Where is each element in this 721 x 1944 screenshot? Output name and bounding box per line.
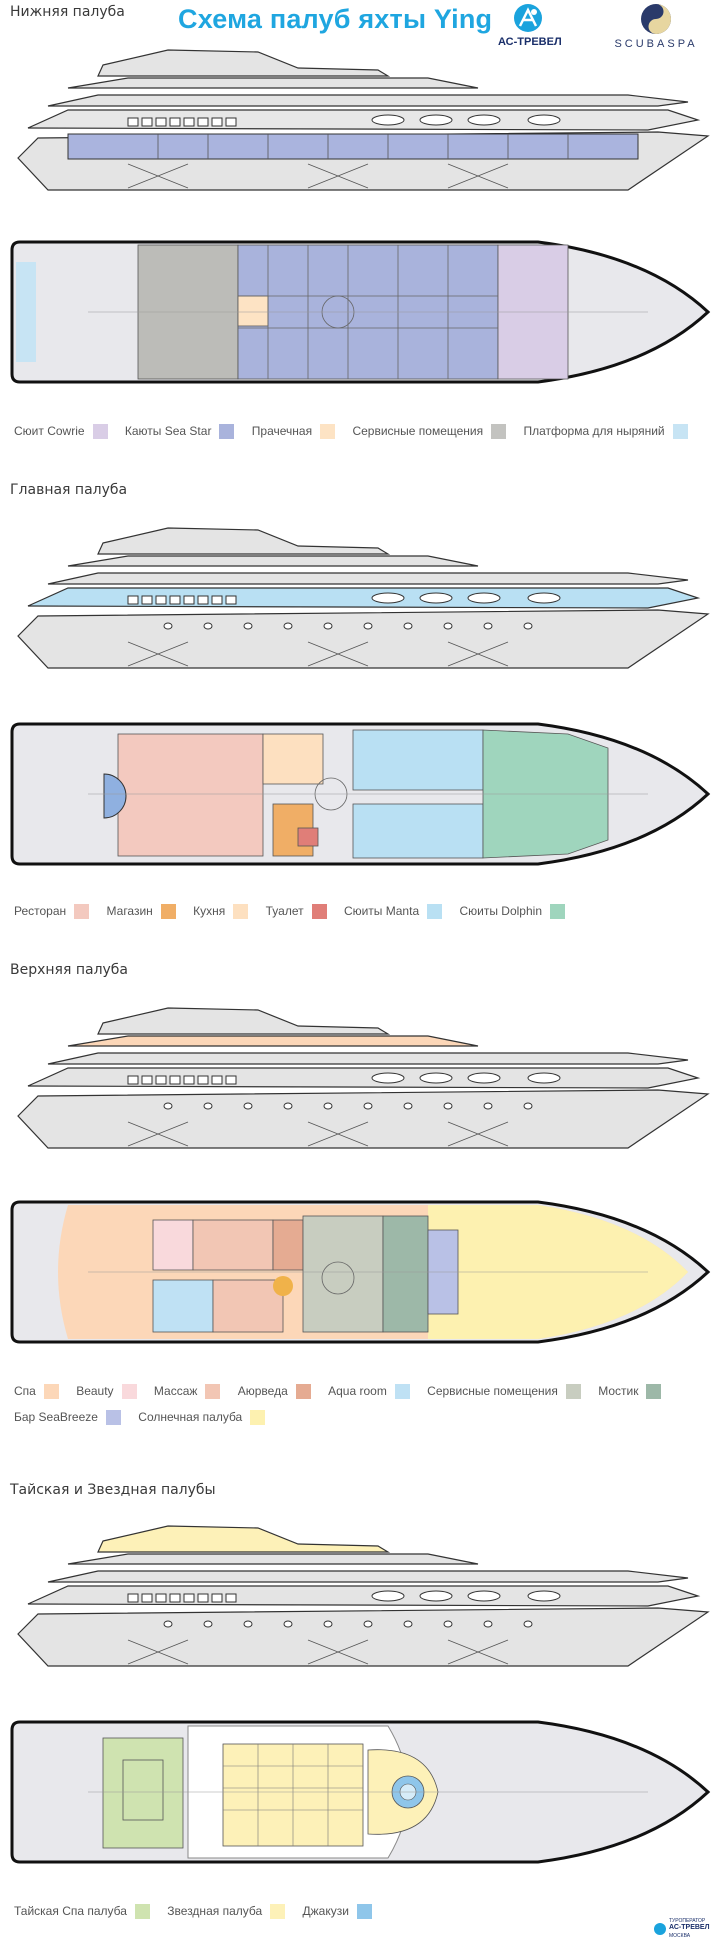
legend-swatch [672, 423, 688, 439]
legend-label: Магазин [106, 904, 153, 918]
legend-label: Каюты Sea Star [124, 424, 212, 438]
legend-swatch [233, 903, 249, 919]
legend-label: Сервисные помещения [352, 424, 484, 438]
upper-deck-plan [10, 1200, 711, 1344]
legend-swatch [427, 903, 443, 919]
legend-label: Звездная палуба [167, 1904, 263, 1918]
legend-swatch [134, 1903, 150, 1919]
legend-swatch [646, 1383, 662, 1399]
legend-swatch [92, 423, 108, 439]
legend-item: Aqua room [328, 1378, 410, 1404]
legend-item: Звездная палуба [167, 1898, 286, 1924]
legend-item: Джакузи [303, 1898, 372, 1924]
footer-line-1: ТУРОПЕРАТОР [669, 1918, 706, 1924]
legend-label: Платформа для ныряний [523, 424, 665, 438]
legend-item: Прачечная [251, 418, 336, 444]
deck-title-upper: Верхняя палуба [10, 962, 129, 978]
thai-star-deck-legend: Тайская Спа палуба Звездная палуба Джаку… [14, 1898, 714, 1924]
thai-star-deck-side-view [17, 1525, 710, 1667]
legend-label: Мостик [598, 1384, 639, 1398]
legend-label: Солнечная палуба [138, 1410, 243, 1424]
scubaspa-yinyang-icon [641, 4, 671, 34]
legend-swatch [491, 423, 507, 439]
legend-label: Сюиты Dolphin [459, 904, 542, 918]
legend-swatch [105, 1409, 121, 1425]
legend-label: Тайская Спа палуба [14, 1904, 127, 1918]
legend-label: Массаж [153, 1384, 198, 1398]
legend-label: Beauty [76, 1384, 114, 1398]
legend-item: Сюиты Dolphin [459, 898, 565, 924]
legend-swatch [219, 423, 235, 439]
legend-item: Туалет [266, 898, 327, 924]
legend-item: Кухня [193, 898, 249, 924]
legend-swatch [394, 1383, 410, 1399]
legend-swatch [160, 903, 176, 919]
legend-label: Бар SeaBreeze [14, 1410, 98, 1424]
lower-deck-plan [10, 240, 711, 384]
legend-item: Магазин [107, 898, 176, 924]
page-title: Схема палуб яхты Ying [178, 4, 493, 34]
legend-item: Солнечная палуба [138, 1404, 266, 1430]
legend-swatch [205, 1383, 221, 1399]
legend-item: Сюит Cowrie [14, 418, 108, 444]
legend-label: Туалет [265, 904, 304, 918]
legend-swatch [270, 1903, 286, 1919]
legend-item: Сервисные помещения [427, 1378, 581, 1404]
legend-swatch [320, 423, 336, 439]
main-deck-side-view [17, 527, 710, 669]
legend-swatch [121, 1383, 137, 1399]
legend-item: Массаж [154, 1378, 221, 1404]
actravel-logo-icon [514, 4, 542, 32]
legend-item: Каюты Sea Star [125, 418, 235, 444]
deck-title-main: Главная палуба [10, 482, 128, 498]
legend-swatch [295, 1383, 311, 1399]
legend-label: Сервисные помещения [427, 1384, 558, 1398]
main-deck-legend: Ресторан Магазин Кухня Туалет Сюиты Mant… [14, 898, 714, 924]
scubaspa-logo-text: SCUBASPA [614, 38, 698, 50]
legend-swatch [74, 903, 90, 919]
legend-swatch [250, 1409, 266, 1425]
legend-label: Аюрведа [237, 1384, 288, 1398]
legend-item: Сервисные помещения [352, 418, 507, 444]
scubaspa-logo: SCUBASPA [594, 2, 718, 54]
footer-line-3: МОСКВА [669, 1933, 691, 1939]
footer-line-2: АС-ТРЕВЕЛ [669, 1924, 710, 1931]
legend-item: Мостик [598, 1378, 662, 1404]
lower-deck-legend: Сюит Cowrie Каюты Sea Star Прачечная Сер… [14, 418, 714, 444]
upper-deck-side-view [17, 1007, 710, 1149]
upper-deck-legend: Спа Beauty Массаж Аюрведа Aqua room Серв… [14, 1378, 721, 1430]
legend-item: Beauty [76, 1378, 137, 1404]
legend-item: Аюрведа [238, 1378, 311, 1404]
legend-item: Ресторан [14, 898, 90, 924]
legend-item: Сюиты Manta [343, 898, 443, 924]
lower-deck-side-view [17, 49, 710, 191]
footer-touroperator-logo: ТУРОПЕРАТОР АС-ТРЕВЕЛ МОСКВА [653, 1918, 717, 1940]
legend-swatch [565, 1383, 581, 1399]
actravel-logo-text: АС-ТРЕВЕЛ [498, 36, 562, 48]
legend-swatch [311, 903, 327, 919]
legend-label: Aqua room [328, 1384, 387, 1398]
legend-label: Кухня [193, 904, 226, 918]
main-deck-plan [10, 722, 711, 866]
deck-title-thai-star: Тайская и Звездная палубы [10, 1482, 216, 1498]
legend-item: Тайская Спа палуба [14, 1898, 150, 1924]
legend-label: Прачечная [251, 424, 313, 438]
legend-label: Ресторан [14, 904, 67, 918]
legend-label: Сюит Cowrie [14, 424, 85, 438]
legend-swatch [550, 903, 565, 919]
legend-label: Сюиты Manta [343, 904, 420, 918]
legend-item: Платформа для ныряний [523, 418, 688, 444]
legend-swatch [356, 1903, 372, 1919]
legend-item: Бар SeaBreeze [14, 1404, 121, 1430]
legend-label: Джакузи [302, 1904, 349, 1918]
legend-label: Спа [14, 1384, 36, 1398]
legend-swatch [43, 1383, 59, 1399]
legend-item: Спа [14, 1378, 59, 1404]
thai-star-deck-plan [10, 1720, 711, 1864]
actravel-logo: АС-ТРЕВЕЛ [496, 2, 566, 54]
deck-title-lower: Нижняя палуба [10, 4, 125, 20]
footer-logo-icon [654, 1923, 666, 1935]
